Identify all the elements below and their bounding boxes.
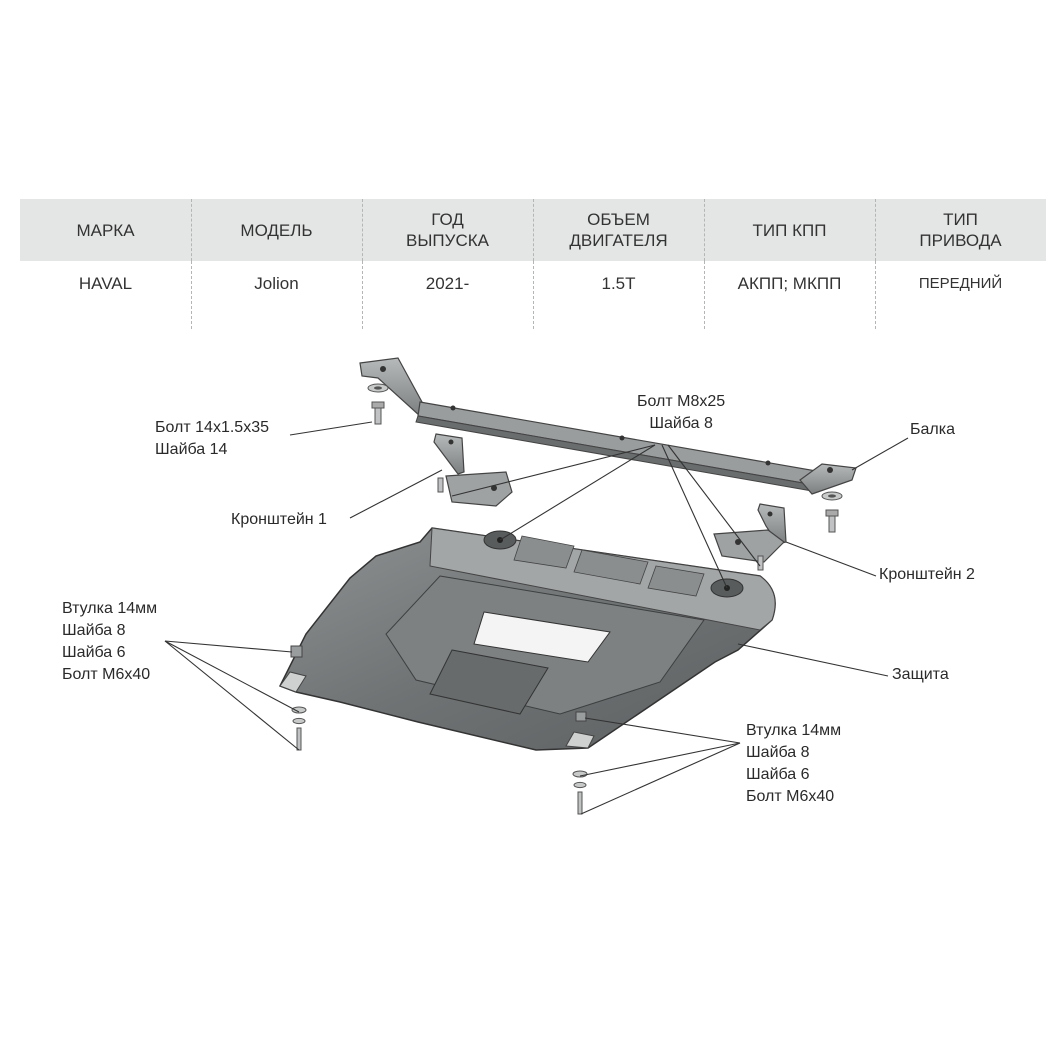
header-model-text: МОДЕЛЬ <box>240 220 313 240</box>
bracket-2-part <box>713 503 787 571</box>
cell-gearbox: АКПП; МКПП <box>704 261 875 329</box>
label-kit-left-line-3: Шайба 6 <box>62 644 126 661</box>
cell-drive: ПЕРЕДНИЙ <box>875 261 1046 329</box>
header-brand-text: МАРКА <box>76 220 135 240</box>
header-engine-text: ОБЪЕМ ДВИГАТЕЛЯ <box>569 210 668 250</box>
label-beam: Балка <box>910 421 955 438</box>
bolt-14-right <box>821 491 843 533</box>
label-kit-right: Втулка 14мм Шайба 8 Шайба 6 Болт M6x40 <box>746 720 841 808</box>
label-bolt-m8-line-2: Шайба 8 <box>649 415 713 432</box>
bracket-1-part <box>433 433 513 507</box>
leader-lines <box>164 421 909 815</box>
assembly-drawing <box>164 357 909 815</box>
header-brand: МАРКА <box>20 199 191 261</box>
label-kit-right-line-2: Шайба 8 <box>746 744 810 761</box>
label-kit-left-line-4: Болт M6x40 <box>62 666 151 683</box>
label-bolt-14-line-2: Шайба 14 <box>155 441 228 458</box>
cell-model: Jolion <box>191 261 362 329</box>
label-bolt-m8-line-1: Болт M8x25 <box>637 393 726 410</box>
header-drive-text: ТИП ПРИВОДА <box>919 210 1002 250</box>
header-model: МОДЕЛЬ <box>191 199 362 261</box>
header-engine: ОБЪЕМ ДВИГАТЕЛЯ <box>533 199 704 261</box>
label-kit-left: Втулка 14мм Шайба 8 Шайба 6 Болт M6x40 <box>62 598 157 686</box>
header-year-text: ГОД ВЫПУСКА <box>406 210 489 250</box>
fastener-kit-right <box>572 711 588 815</box>
bolt-14-left <box>367 383 389 425</box>
label-kit-right-line-1: Втулка 14мм <box>746 722 842 739</box>
label-guard: Защита <box>892 666 949 683</box>
label-kit-right-line-3: Шайба 6 <box>746 766 810 783</box>
label-bolt-m8: Болт M8x25 Шайба 8 <box>637 391 725 435</box>
label-bolt-14-line-1: Болт 14x1.5x35 <box>155 419 269 436</box>
spec-table-header: МАРКА МОДЕЛЬ ГОД ВЫПУСКА ОБЪЕМ ДВИГАТЕЛЯ… <box>20 199 1046 261</box>
assembly-diagram: Болт 14x1.5x35 Шайба 14 Болт M8x25 Шайба… <box>0 330 1050 850</box>
cell-engine: 1.5T <box>533 261 704 329</box>
label-bolt-14: Болт 14x1.5x35 Шайба 14 <box>155 417 269 461</box>
label-kit-left-line-1: Втулка 14мм <box>62 600 158 617</box>
guard-plate <box>278 527 776 751</box>
header-drive: ТИП ПРИВОДА <box>875 199 1046 261</box>
label-kit-right-line-4: Болт M6x40 <box>746 788 835 805</box>
header-year: ГОД ВЫПУСКА <box>362 199 533 261</box>
cell-brand: HAVAL <box>78 274 133 293</box>
cell-year: 2021- <box>362 261 533 329</box>
spec-table: МАРКА МОДЕЛЬ ГОД ВЫПУСКА ОБЪЕМ ДВИГАТЕЛЯ… <box>20 199 1046 329</box>
label-kit-left-line-2: Шайба 8 <box>62 622 126 639</box>
header-gearbox: ТИП КПП <box>704 199 875 261</box>
header-gearbox-text: ТИП КПП <box>752 220 827 240</box>
label-bracket-2: Кронштейн 2 <box>879 566 975 583</box>
spec-table-row: HAVAL Jolion 2021- 1.5T АКПП; МКПП ПЕРЕД… <box>20 261 1046 329</box>
label-bracket-1: Кронштейн 1 <box>231 511 327 528</box>
